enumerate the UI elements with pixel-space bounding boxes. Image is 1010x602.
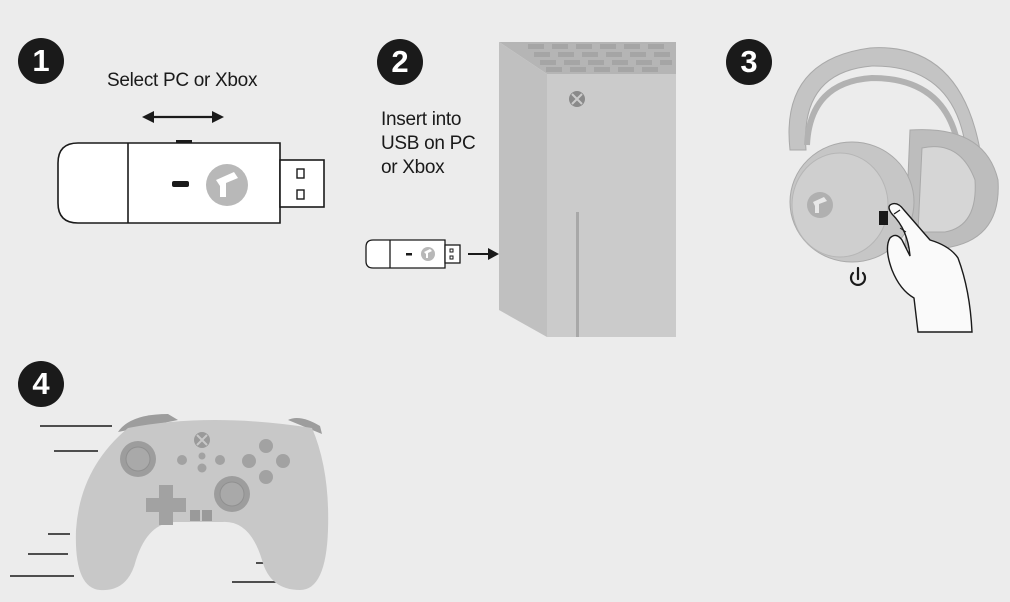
step-2-instruction-line-3: or Xbox (381, 157, 445, 178)
step-4-badge: 4 (18, 361, 64, 407)
motion-lines (10, 425, 282, 583)
headset (788, 47, 999, 263)
step-1-instruction: Select PC or Xbox (107, 70, 258, 91)
step-2-instruction-line-1: Insert into (381, 109, 462, 130)
step-2-instruction-line-2: USB on PC (381, 133, 476, 154)
pressing-hand (886, 202, 973, 333)
brand-logo-icon (206, 164, 248, 206)
xbox-console (499, 42, 676, 337)
usb-dongle-small (365, 239, 461, 269)
step-3-badge: 3 (726, 39, 772, 85)
slide-arrow-icon (142, 111, 224, 123)
game-controller (75, 414, 329, 591)
insert-arrow-icon (468, 248, 499, 260)
usb-dongle-large (57, 111, 325, 224)
brand-logo-icon (807, 192, 833, 218)
power-icon (849, 266, 867, 286)
xbox-logo-icon (194, 432, 210, 448)
step-2-badge: 2 (377, 39, 423, 85)
xbox-logo-icon (569, 91, 585, 107)
step-1-badge: 1 (18, 38, 64, 84)
